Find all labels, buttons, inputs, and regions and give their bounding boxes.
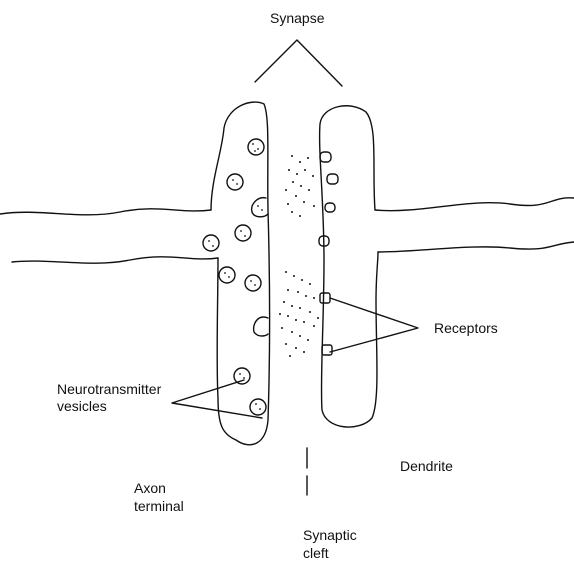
vesicle bbox=[248, 139, 264, 155]
vesicle bbox=[250, 399, 266, 415]
neurotransmitter-molecules bbox=[279, 155, 319, 357]
dendrite-label: Dendrite bbox=[400, 458, 453, 475]
axon-label-line2: terminal bbox=[134, 498, 184, 515]
vesicle bbox=[234, 368, 250, 384]
vesicle bbox=[245, 275, 261, 291]
vesicle bbox=[219, 267, 235, 283]
receptor bbox=[320, 293, 330, 303]
cleft-label-line1: Synaptic bbox=[303, 527, 357, 544]
cleft-label-line2: cleft bbox=[303, 545, 329, 562]
dendrite-upper-edge bbox=[375, 198, 574, 211]
receptor bbox=[322, 345, 332, 355]
vesicles-label-line2: vesicles bbox=[57, 398, 107, 415]
axon-upper-edge bbox=[0, 209, 211, 215]
vesicles-label-line1: Neurotransmitter bbox=[57, 381, 161, 398]
fusing-vesicle bbox=[252, 198, 268, 217]
vesicle bbox=[235, 225, 251, 241]
fusing-vesicle bbox=[254, 317, 268, 336]
receptor bbox=[327, 174, 338, 184]
synapse-bracket bbox=[255, 40, 342, 86]
axon-lower-edge bbox=[12, 257, 218, 263]
receptor bbox=[320, 152, 331, 162]
synapse-label: Synapse bbox=[270, 10, 324, 27]
dendrite-lower-edge bbox=[378, 242, 574, 252]
dendrite-outline bbox=[320, 106, 378, 427]
vesicle bbox=[227, 174, 243, 190]
receptor bbox=[325, 203, 335, 212]
vesicle bbox=[203, 235, 219, 251]
axon-label-line1: Axon bbox=[134, 480, 166, 497]
receptors-pointer bbox=[330, 298, 418, 352]
receptors-label: Receptors bbox=[434, 320, 498, 337]
